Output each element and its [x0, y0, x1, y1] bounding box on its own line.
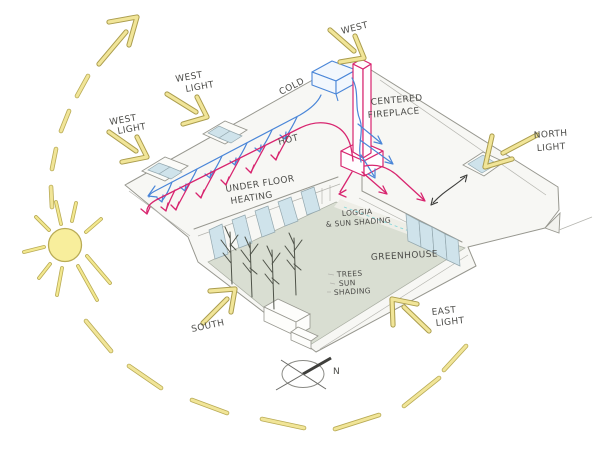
- courtyard-trees: [220, 226, 303, 310]
- roof-corner-facet: [544, 211, 561, 234]
- label-south: SOUTH: [191, 318, 226, 335]
- label-west-light-upper-2: LIGHT: [185, 80, 215, 95]
- label-trees-1: TREES: [336, 269, 363, 279]
- label-loggia-1: LOGGIA: [342, 207, 374, 218]
- ventilation-double-arrow: [430, 174, 468, 206]
- label-centered-fireplace-2: FIREPLACE: [367, 106, 420, 120]
- building: [124, 57, 593, 353]
- sun-icon: [22, 200, 112, 302]
- label-trees-3: SHADING: [334, 286, 371, 297]
- label-compass-north: N: [333, 367, 340, 377]
- sun-arrows: [96, 14, 540, 334]
- greenhouse-glazing: [405, 213, 461, 267]
- compass-icon: [275, 356, 332, 391]
- north-light-arrow: [482, 132, 540, 170]
- east-light-arrow: [389, 296, 432, 334]
- planter-walls: [263, 298, 319, 350]
- label-north-light-2: LIGHT: [537, 142, 567, 154]
- label-west-light-lower-2: LIGHT: [117, 122, 147, 137]
- annotations: WEST WEST LIGHT WEST LIGHT COLD HOT CENT…: [109, 21, 568, 377]
- label-north-light-1: NORTH: [534, 129, 568, 141]
- skylight-west-2: [202, 120, 248, 145]
- west-light-arrow-upper: [164, 91, 210, 127]
- west-light-arrow-lower: [106, 129, 150, 165]
- skylight-west-1: [141, 156, 189, 182]
- air-intake-box: [311, 60, 357, 102]
- label-trees-2: SUN: [339, 278, 356, 288]
- label-west-light-lower-1: WEST: [109, 113, 138, 128]
- hot-air-flow: [140, 122, 426, 215]
- label-east-light-1: EAST: [431, 305, 457, 318]
- label-centered-fireplace-1: CENTERED: [370, 93, 423, 107]
- sunpath-top-arrow: [96, 14, 140, 67]
- south-arrow: [200, 286, 238, 326]
- label-greenhouse: GREENHOUSE: [371, 249, 439, 263]
- label-hot: HOT: [277, 133, 299, 148]
- label-east-light-2: LIGHT: [435, 316, 465, 329]
- courtyard-glass-wall: [208, 185, 331, 260]
- sun-path-arc: [48, 73, 469, 432]
- label-west-light-upper-1: WEST: [175, 70, 204, 85]
- west-arrow: [327, 27, 367, 65]
